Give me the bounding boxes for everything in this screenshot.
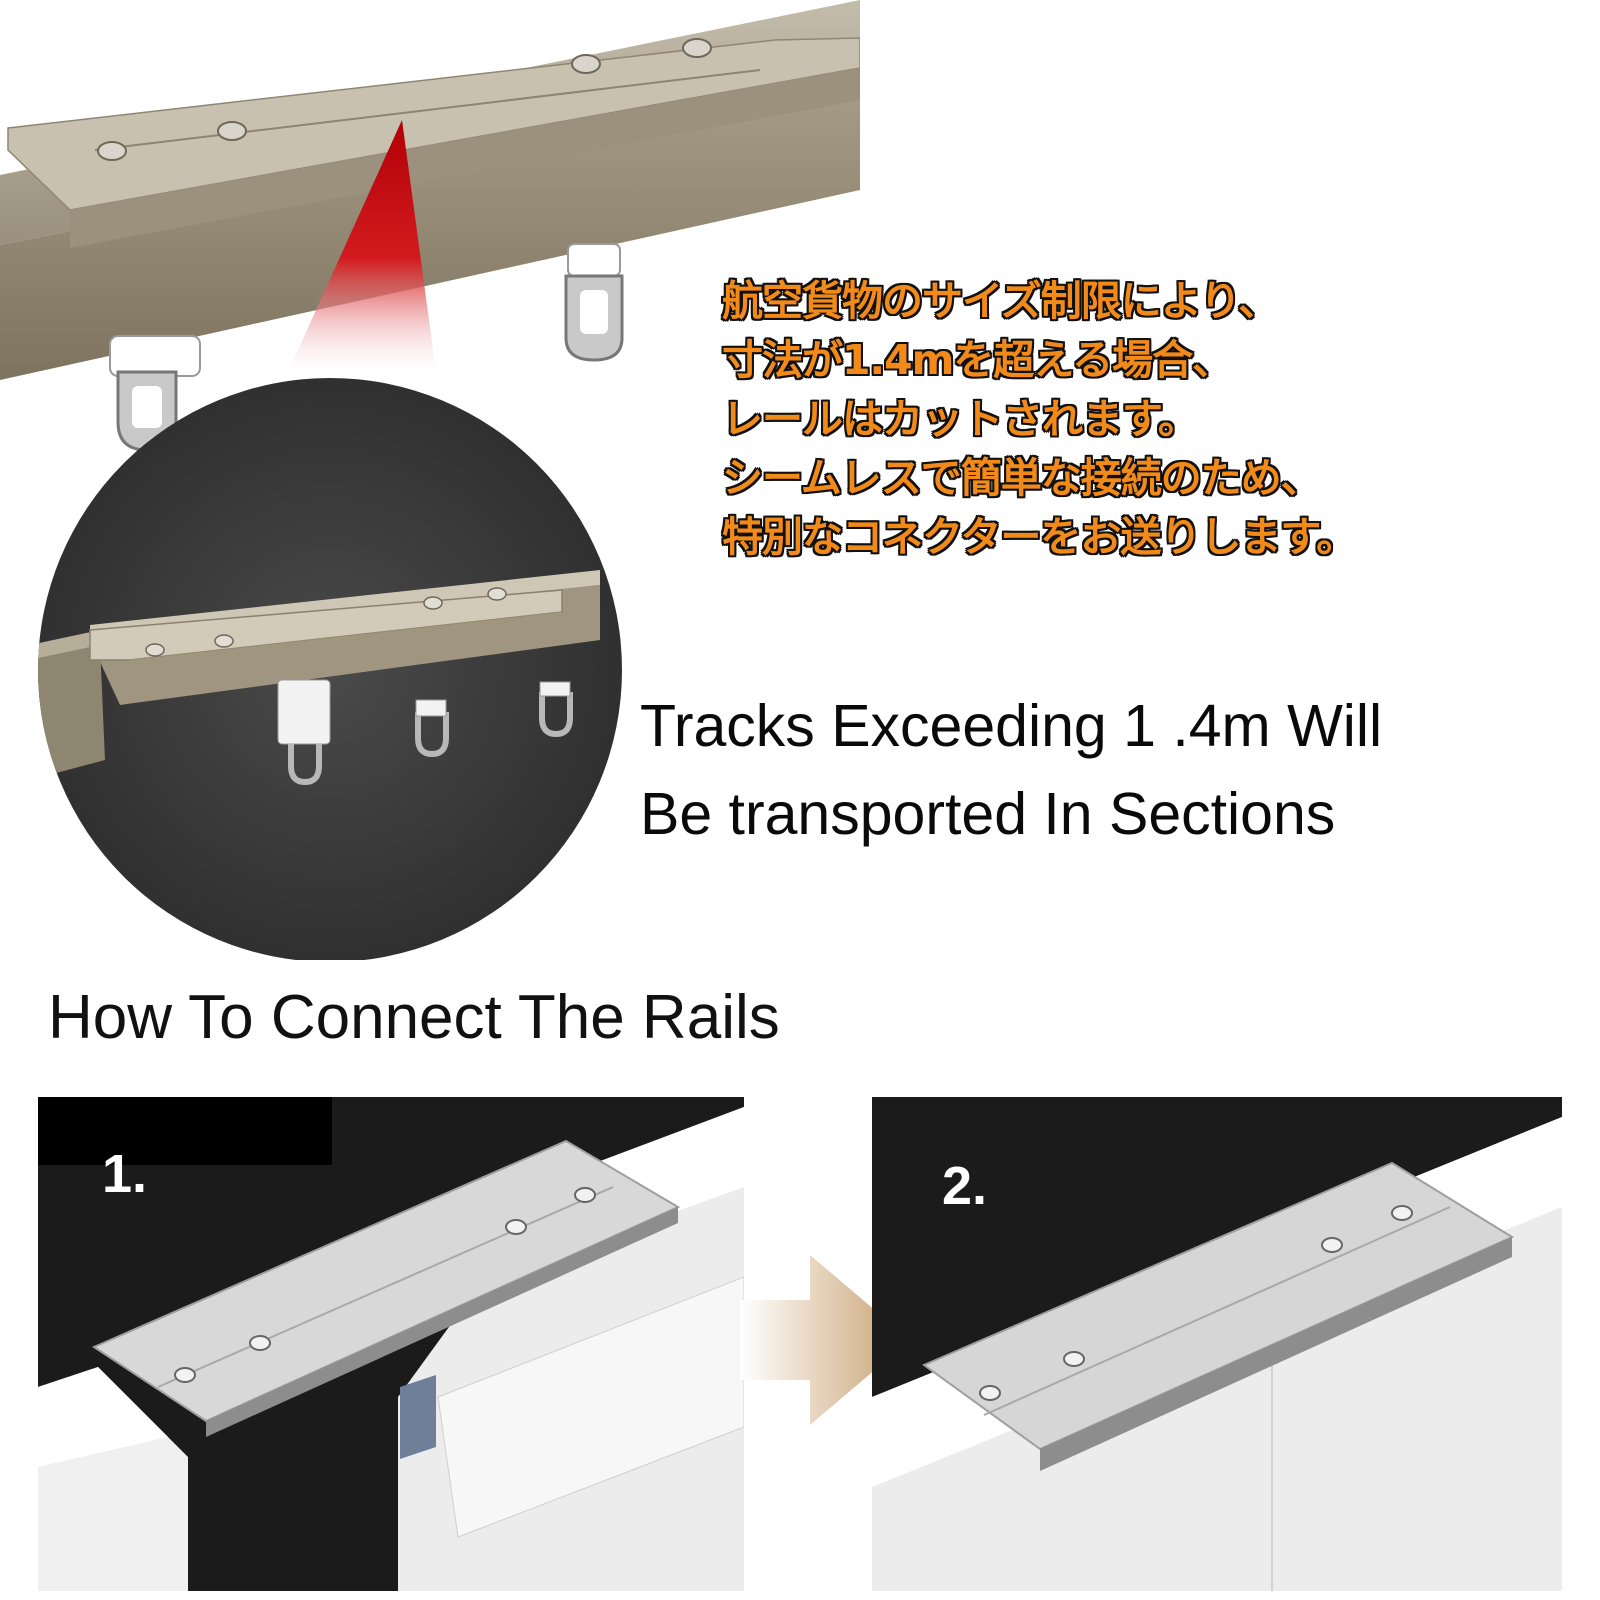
- plate-screws: [174, 1187, 596, 1383]
- next-step-arrow-icon: [740, 1255, 910, 1425]
- rail-body: [0, 75, 860, 380]
- japanese-line: 航空貨物のサイズ制限により、: [722, 277, 1279, 325]
- section-title: How To Connect The Rails: [48, 983, 780, 1052]
- curtain-hooks: [109, 243, 621, 377]
- step-2-illustration: [872, 1117, 1562, 1591]
- plate-screws: [97, 38, 712, 161]
- connector-plate: [7, 37, 860, 211]
- english-shipping-notice: Tracks Exceeding 1 .4m Will Be transport…: [640, 682, 1570, 858]
- step-1-illustration: [38, 1107, 744, 1591]
- step-2-label: 2.: [942, 1156, 988, 1216]
- step-1-label-background: [38, 1097, 332, 1165]
- japanese-line: シームレスで簡単な接続のため、: [722, 454, 1322, 502]
- japanese-line: 特別なコネクターをお送りします。: [722, 513, 1357, 561]
- rail-connector-illustration: [0, 0, 860, 960]
- highlight-beam: [288, 120, 436, 372]
- step-2-panel: 2.: [872, 1097, 1562, 1591]
- step-1-label: 1.: [102, 1144, 148, 1204]
- english-line: Be transported In Sections: [640, 781, 1336, 847]
- english-line: Tracks Exceeding 1 .4m Will: [640, 693, 1383, 759]
- japanese-line: レールはカットされます。: [722, 395, 1199, 443]
- plate-screws: [979, 1205, 1413, 1401]
- japanese-line: 寸法が1.4mを超える場合、: [722, 336, 1233, 384]
- japanese-shipping-notice: 航空貨物のサイズ制限により、 寸法が1.4mを超える場合、 レールはカットされま…: [722, 272, 1582, 567]
- step-1-panel: 1.: [38, 1097, 744, 1591]
